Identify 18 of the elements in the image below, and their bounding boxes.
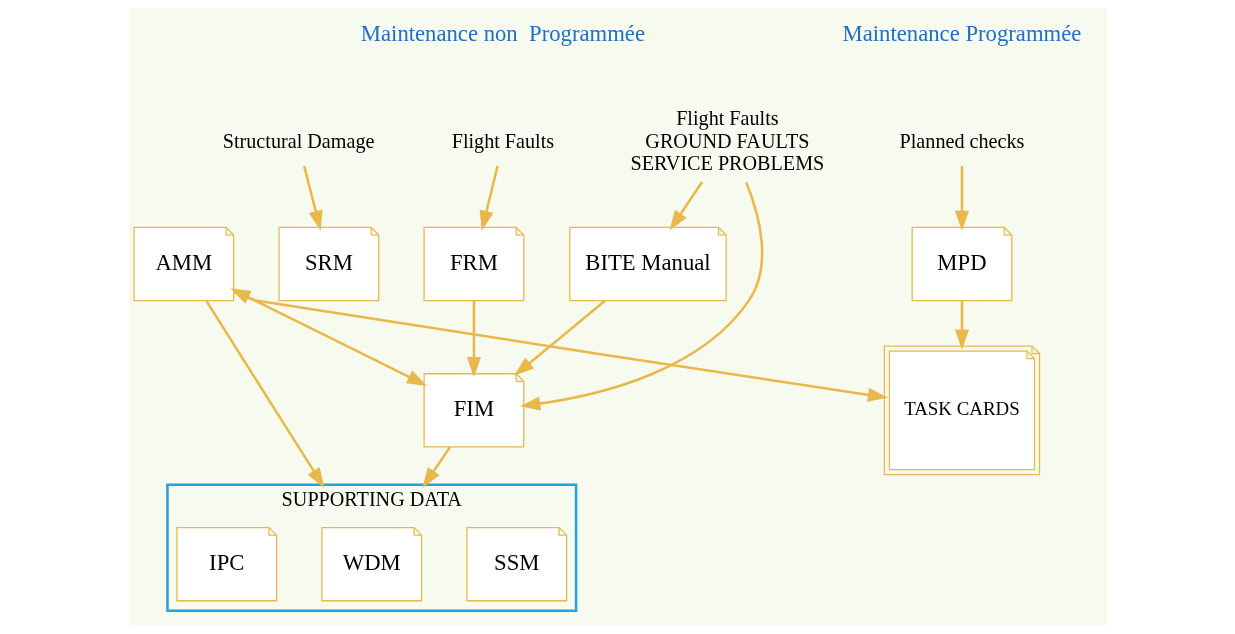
label: Maintenance Programmée — [842, 21, 1081, 47]
arrow — [466, 300, 481, 378]
node-text: Structural Damage — [222, 129, 374, 152]
arrow — [669, 181, 703, 231]
node-text: Flight Faults GROUND FAULTS SERVICE PROBLEMS — [629, 107, 824, 175]
arrow — [479, 165, 499, 231]
node-text: Planned checks — [899, 129, 1024, 152]
label: Maintenance non Programmée — [360, 21, 645, 47]
node-text: Flight Faults — [451, 129, 554, 152]
arrow — [229, 288, 427, 386]
arrow — [302, 165, 323, 231]
arrow — [954, 300, 969, 350]
arrow — [204, 300, 324, 488]
arrow — [421, 446, 451, 488]
arrow — [954, 165, 969, 232]
arrow — [519, 181, 763, 411]
arrow — [232, 291, 888, 402]
arrow — [513, 299, 606, 376]
